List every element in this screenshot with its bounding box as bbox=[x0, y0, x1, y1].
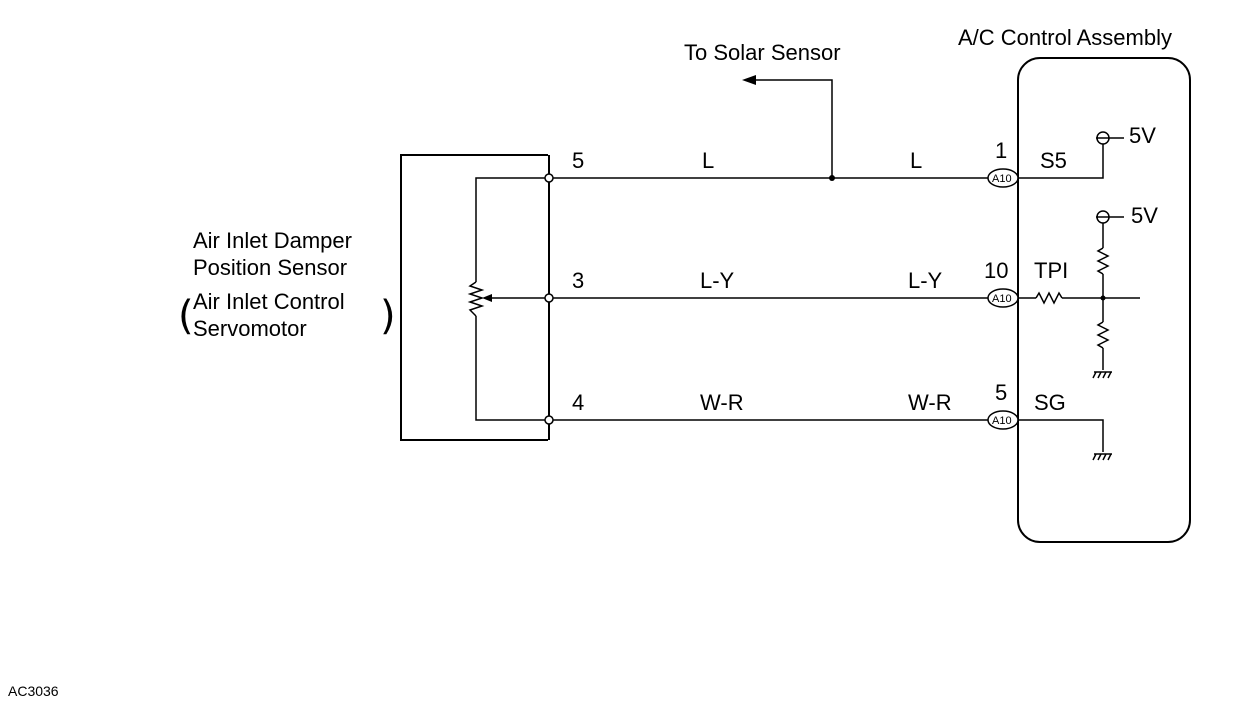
supply-5v-label-1: 5V bbox=[1129, 123, 1156, 148]
wire-color-l-right: L bbox=[910, 148, 922, 173]
sensor-name-line3: Air Inlet Control bbox=[193, 289, 345, 314]
ecu-pin-1: 1 bbox=[995, 138, 1007, 163]
pulldown-resistor-icon bbox=[1096, 321, 1110, 349]
sensor-pin-5: 5 bbox=[572, 148, 584, 173]
connector-label-1: A10 bbox=[992, 173, 1012, 185]
sensor-name-line2: Position Sensor bbox=[193, 255, 347, 280]
wire-color-wr-right: W-R bbox=[908, 390, 952, 415]
connector-label-5: A10 bbox=[992, 415, 1012, 427]
terminal-sg: SG bbox=[1034, 390, 1066, 415]
ground-icon-2 bbox=[1092, 453, 1112, 461]
terminal-s5: S5 bbox=[1040, 148, 1067, 173]
wire-color-ly-left: L-Y bbox=[700, 268, 735, 293]
potentiometer-icon bbox=[467, 281, 485, 317]
terminal-tpi: TPI bbox=[1034, 258, 1068, 283]
solar-sensor-label: To Solar Sensor bbox=[684, 40, 841, 65]
solar-branch bbox=[752, 79, 833, 178]
s5-internal-line bbox=[1018, 144, 1104, 179]
paren-close: ) bbox=[380, 293, 396, 339]
ecu-pin-5: 5 bbox=[995, 380, 1007, 405]
sensor-housing bbox=[400, 154, 548, 441]
wire-color-wr-left: W-R bbox=[700, 390, 744, 415]
ecu-pin-10: 10 bbox=[984, 258, 1008, 283]
sensor-pin-3: 3 bbox=[572, 268, 584, 293]
connector-label-10: A10 bbox=[992, 293, 1012, 305]
sensor-name-line4: Servomotor bbox=[193, 316, 307, 341]
sensor-terminal-4 bbox=[544, 415, 554, 425]
sensor-name-line1: Air Inlet Damper bbox=[193, 228, 352, 253]
wiper-arrow-icon bbox=[482, 294, 492, 302]
wire-color-l-left: L bbox=[702, 148, 714, 173]
sg-internal-line bbox=[1018, 419, 1104, 452]
pullup-resistor-icon bbox=[1096, 247, 1110, 275]
paren-open: ( bbox=[178, 293, 194, 339]
wire-color-ly-right: L-Y bbox=[908, 268, 943, 293]
figure-code: AC3036 bbox=[8, 683, 59, 699]
assembly-title: A/C Control Assembly bbox=[958, 25, 1172, 50]
sensor-pin-4: 4 bbox=[572, 390, 584, 415]
sensor-terminal-3 bbox=[544, 293, 554, 303]
sensor-terminal-5 bbox=[544, 173, 554, 183]
pot-internal-wiring bbox=[475, 177, 549, 421]
ground-icon-1 bbox=[1092, 371, 1112, 379]
solar-arrow-icon bbox=[742, 75, 756, 85]
tpi-resistor-icon bbox=[1035, 291, 1063, 305]
supply-5v-label-2: 5V bbox=[1131, 203, 1158, 228]
